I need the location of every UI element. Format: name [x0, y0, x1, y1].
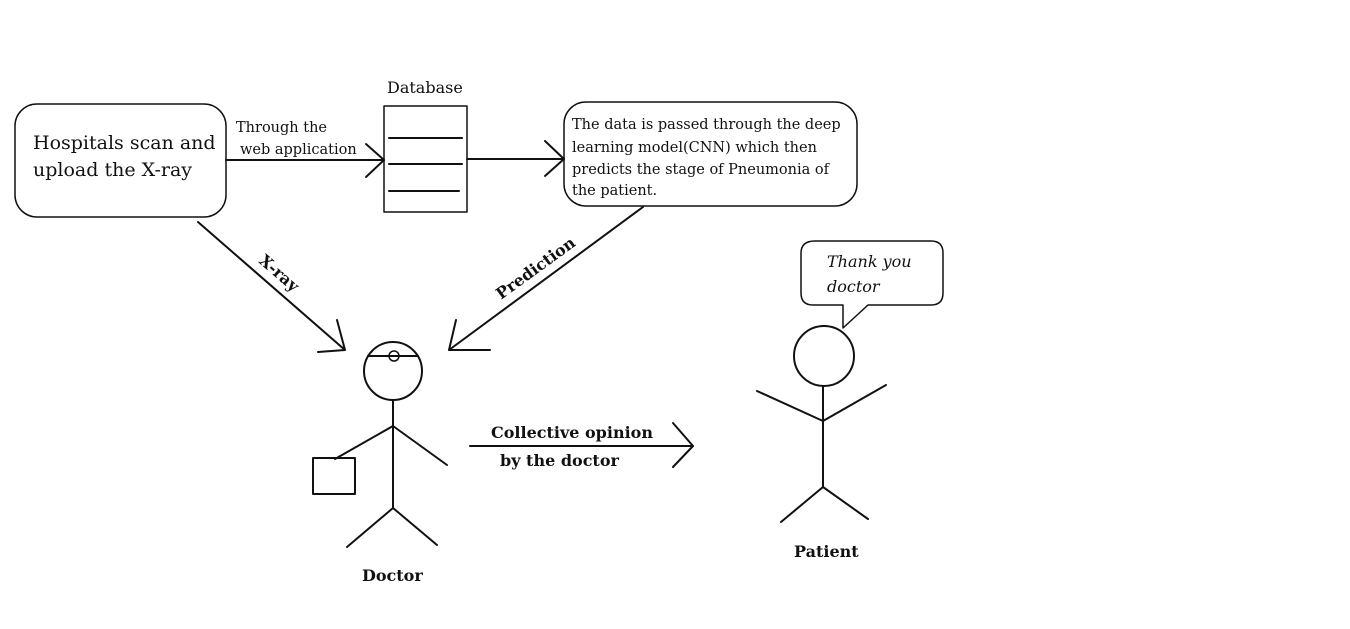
doctor-right-arm — [392, 425, 448, 466]
model-text-line4: the patient. — [572, 183, 657, 199]
model-text-line1: The data is passed through the deep — [572, 117, 841, 133]
doctor-left-leg — [346, 507, 394, 548]
model-text-line2: learning model(CNN) which then — [572, 140, 817, 156]
speech-text-line1: Thank you — [827, 252, 912, 271]
model-node: The data is passed through the deep lear… — [563, 101, 858, 207]
arrow-head — [672, 422, 694, 468]
model-text-line3: predicts the stage of Pneumonia of — [572, 162, 831, 178]
doctor-figure: Doctor — [312, 341, 448, 585]
head-mirror-icon — [388, 350, 400, 362]
hospital-text-line1: Hospitals scan and — [33, 132, 216, 154]
hospital-node: Hospitals scan and upload the X-ray — [14, 103, 227, 218]
patient-figure: Patient — [756, 325, 887, 561]
hospital-text-line2: upload the X-ray — [33, 159, 192, 181]
opinion-label-line2: by the doctor — [500, 451, 619, 470]
opinion-label-line1: Collective opinion — [491, 423, 653, 442]
patient-label: Patient — [794, 542, 859, 561]
doctor-label: Doctor — [362, 566, 423, 585]
database-to-model-arrow — [466, 140, 565, 177]
arrow-shaft — [448, 206, 644, 351]
database-node: Database — [383, 78, 468, 213]
arrow-head — [448, 319, 491, 351]
opinion-arrow: Collective opinion by the doctor — [469, 422, 694, 470]
doctor-bag-icon — [312, 457, 356, 495]
arrow-head — [317, 319, 346, 353]
patient-left-leg — [780, 486, 824, 523]
arrow-shaft — [197, 221, 346, 351]
xray-label: X-ray — [255, 251, 303, 296]
web-app-label-line1: Through the — [236, 120, 327, 136]
doctor-right-leg — [392, 507, 438, 546]
prediction-label: Prediction — [492, 233, 579, 303]
hospital-to-database-arrow: Through the web application — [225, 120, 385, 178]
web-app-label-line2: web application — [240, 142, 357, 158]
database-box — [383, 105, 468, 213]
patient-right-leg — [822, 486, 869, 520]
speech-text-line2: doctor — [827, 277, 881, 296]
patient-left-arm — [756, 390, 824, 422]
patient-head — [793, 325, 855, 387]
patient-right-arm — [822, 384, 887, 422]
prediction-arrow: Prediction — [448, 206, 644, 351]
doctor-left-arm — [334, 425, 394, 460]
patient-speech-bubble: Thank you doctor — [800, 240, 944, 329]
xray-arrow: X-ray — [197, 221, 346, 353]
speech-bubble-shape — [800, 240, 944, 329]
model-box — [563, 101, 858, 207]
database-label: Database — [387, 78, 463, 97]
